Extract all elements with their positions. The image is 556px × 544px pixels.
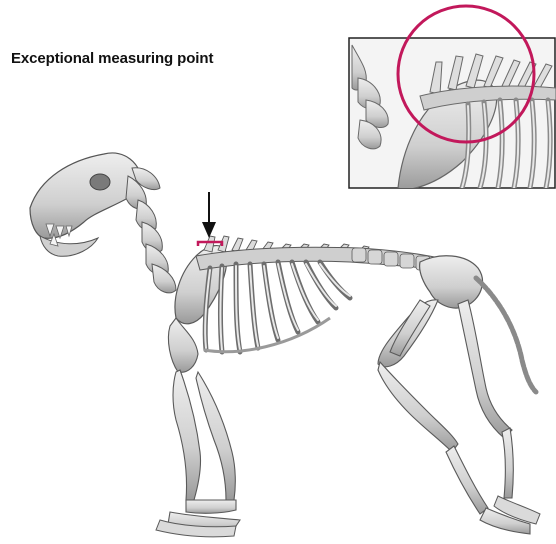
back-leg (378, 300, 530, 534)
dog-skeleton (30, 153, 540, 537)
inset-zoom-panel (349, 6, 556, 190)
pelvis (420, 256, 483, 308)
skull (30, 153, 140, 256)
cervical-vertebrae (126, 168, 176, 293)
arrow-down-icon (202, 222, 216, 238)
tail (476, 278, 536, 392)
